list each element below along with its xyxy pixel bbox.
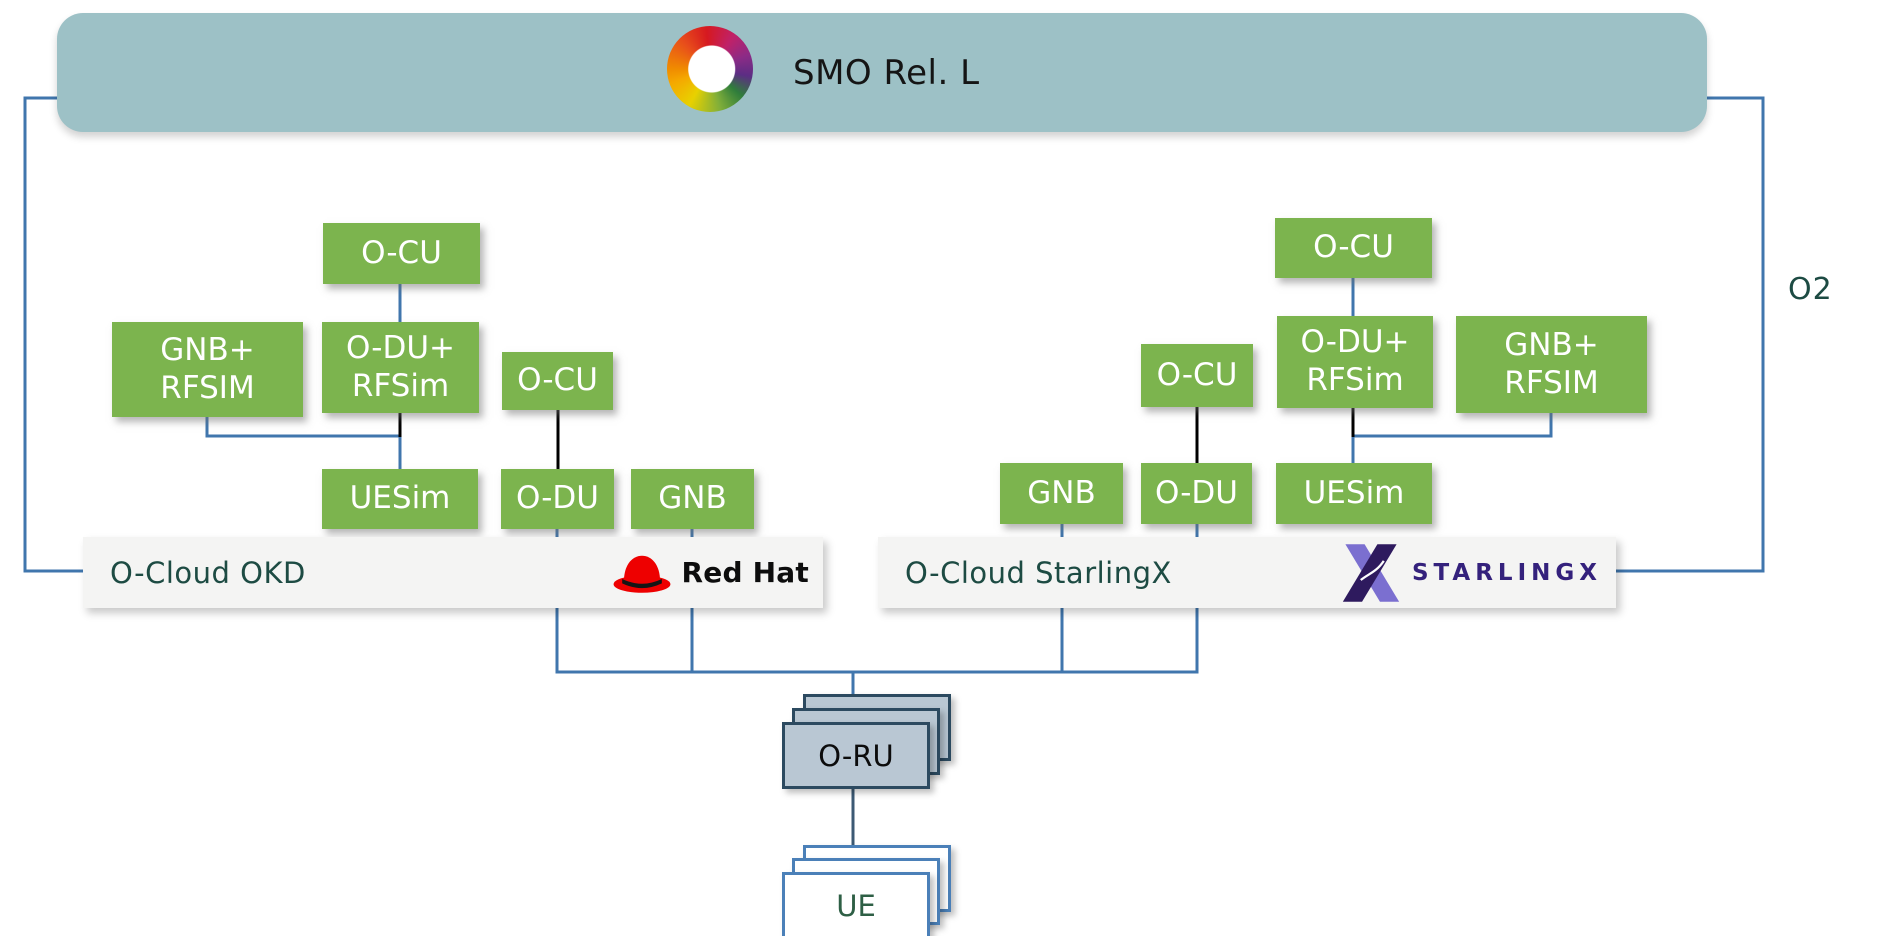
node-label-line2: RFSIM [1504,364,1599,401]
stx-cloud-label: O-Cloud StarlingX [905,555,1172,590]
node-label-line1: O-DU+ [1300,324,1410,361]
starlingx-logo: STARLINGX [1339,537,1602,608]
stx-node-o-cu-top: O-CU [1275,218,1432,278]
node-label-line1: GNB+ [1504,326,1599,363]
o-ran-swirl-logo-icon [667,26,753,112]
node-label-line2: RFSim [1306,362,1404,398]
oru-label: O-RU [818,738,894,773]
node-label: O-CU [1313,229,1394,266]
oru-box-front: O-RU [782,722,930,789]
okd-node-o-cu-top: O-CU [323,223,480,284]
okd-node-o-du: O-DU [501,469,614,529]
okd-node-o-du-rfsim: O-DU+ RFSim [322,322,479,413]
node-label: UESim [349,480,451,517]
node-label: O-CU [517,362,598,399]
stx-node-uesim: UESim [1276,463,1432,524]
ue-box-front: UE [782,872,930,936]
stx-node-o-du: O-DU [1141,463,1252,524]
redhat-logo: Red Hat [611,537,809,608]
node-label-line1: O-DU+ [346,329,455,366]
wire-stx-gnbrfsim-uesim [1351,413,1553,463]
okd-node-o-cu-mid: O-CU [502,352,613,410]
stx-node-gnb: GNB [1000,463,1123,524]
node-label: UESim [1303,474,1405,511]
okd-node-gnb-rfsim: GNB+ RFSIM [112,322,303,417]
ue-label: UE [836,888,876,923]
node-label: O-CU [361,234,442,271]
starlingx-wordmark: STARLINGX [1411,559,1602,586]
stx-node-o-du-rfsim: O-DU+ RFSim [1277,316,1433,408]
okd-cloud-bar: O-Cloud OKD Red Hat [83,537,823,608]
o2-label: O2 [1788,272,1833,307]
starlingx-x-icon [1342,543,1400,602]
wire-o2-right-frame [1616,96,1765,573]
node-label-line1: GNB+ [160,331,255,368]
redhat-fedora-icon [613,555,670,593]
node-label: GNB [658,480,727,517]
node-label-line2: RFSim [351,367,450,404]
node-label: O-DU [515,480,599,517]
stx-cloud-bar: O-Cloud StarlingX STARLINGX [878,537,1616,608]
smo-title: SMO Rel. L [793,52,980,93]
smo-banner: SMO Rel. L [57,13,1707,132]
wire-o2-left-frame [23,96,83,573]
wire-okd-gnbrfsim-uesim [205,417,402,469]
redhat-wordmark: Red Hat [681,556,809,589]
stx-node-o-cu-mid: O-CU [1141,344,1253,407]
node-label: O-DU [1154,474,1238,511]
okd-cloud-label: O-Cloud OKD [110,555,306,590]
node-label-line2: RFSIM [160,369,255,406]
stx-node-gnb-rfsim: GNB+ RFSIM [1456,316,1647,413]
okd-node-gnb: GNB [631,469,754,529]
node-label: O-CU [1156,356,1238,393]
okd-node-uesim: UESim [322,469,478,529]
node-label: GNB [1027,474,1096,511]
